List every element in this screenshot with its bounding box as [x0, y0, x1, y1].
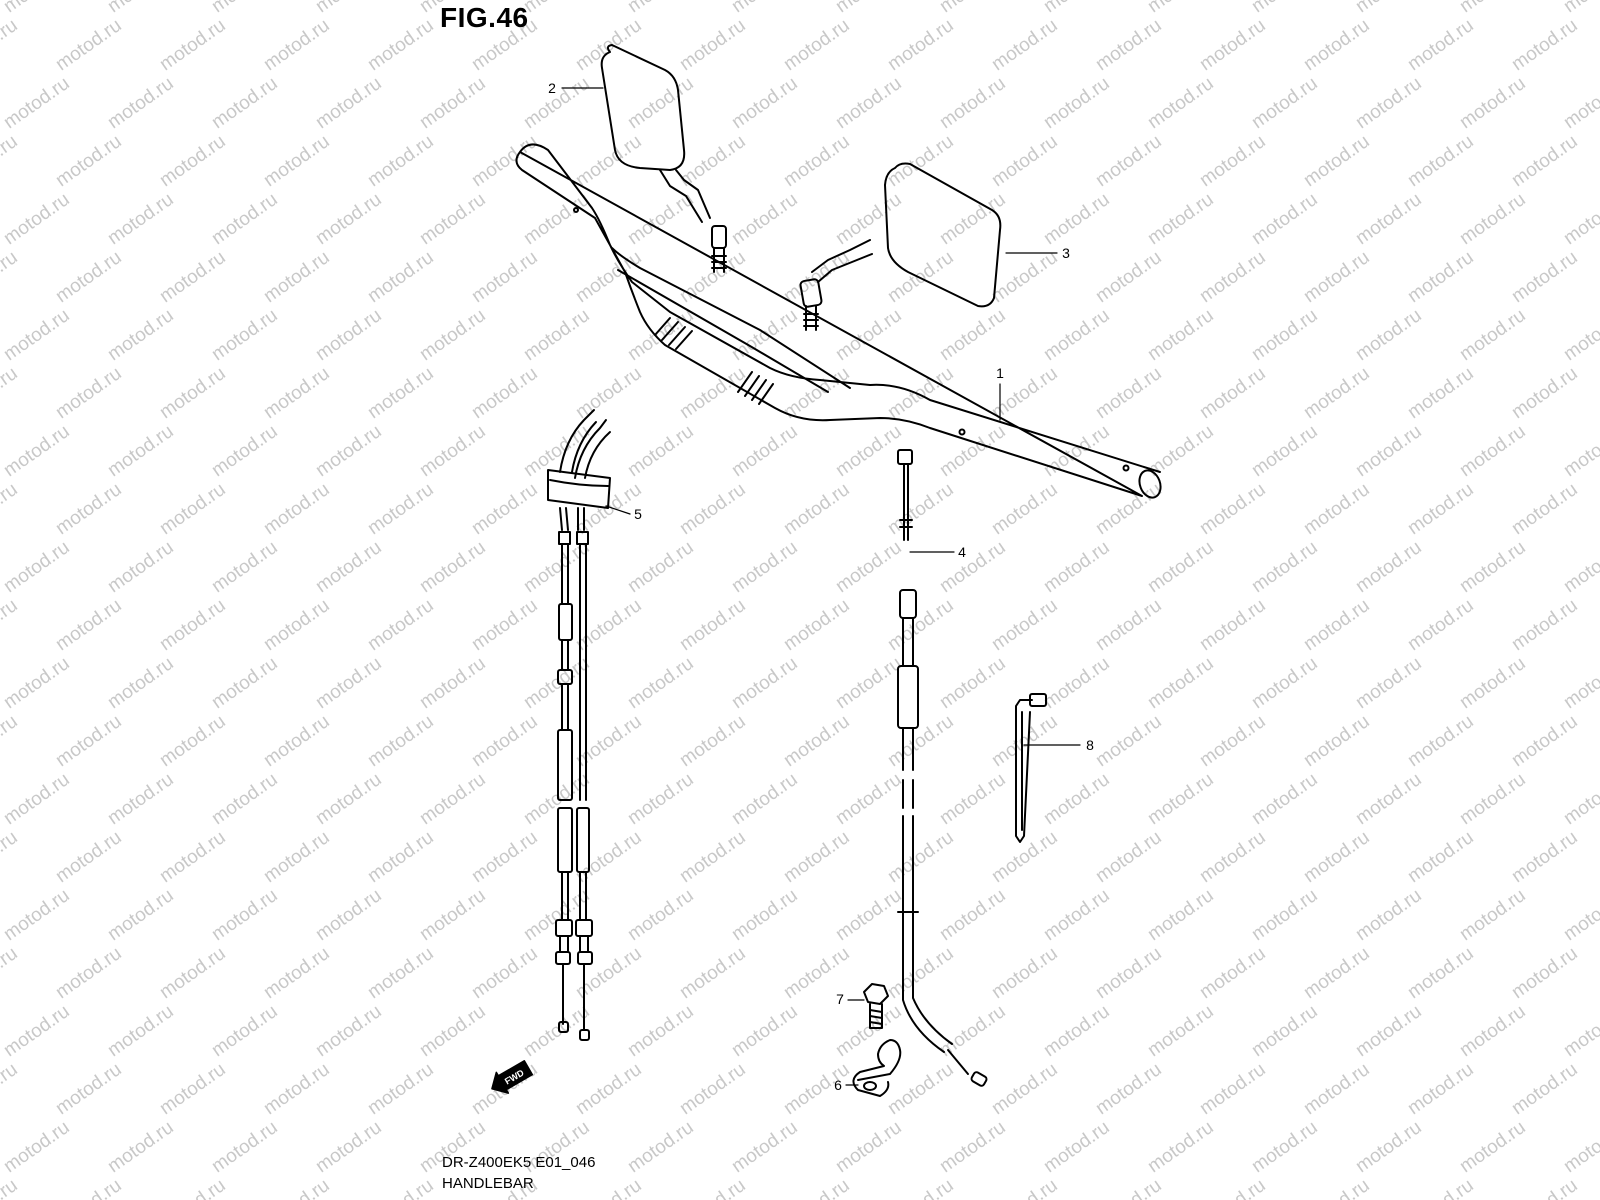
callout-4: 4 [958, 544, 966, 560]
cable-tie [1015, 693, 1047, 843]
callout-2: 2 [548, 80, 556, 96]
callout-5: 5 [634, 506, 642, 522]
cable-clamp [852, 1039, 902, 1097]
fwd-arrow-icon: FWD [491, 1060, 534, 1094]
left-mirror [600, 44, 727, 273]
clutch-cable [897, 449, 988, 1087]
callout-6: 6 [834, 1077, 842, 1093]
callout-8: 8 [1086, 737, 1094, 753]
callout-7: 7 [836, 991, 844, 1007]
callout-3: 3 [1062, 245, 1070, 261]
bolt [863, 983, 889, 1029]
handlebar [515, 143, 1162, 499]
callout-labels: 1 2 3 4 5 6 7 8 [548, 80, 1094, 1093]
figure-name: HANDLEBAR [442, 1175, 534, 1192]
throttle-cable-set [547, 409, 611, 1041]
callout-leaders [561, 87, 1081, 1086]
right-mirror [799, 162, 1002, 331]
figure-code: DR-Z400EK5 E01_046 [442, 1154, 596, 1171]
figure-title: FIG.46 [440, 2, 529, 33]
callout-1: 1 [996, 365, 1004, 381]
